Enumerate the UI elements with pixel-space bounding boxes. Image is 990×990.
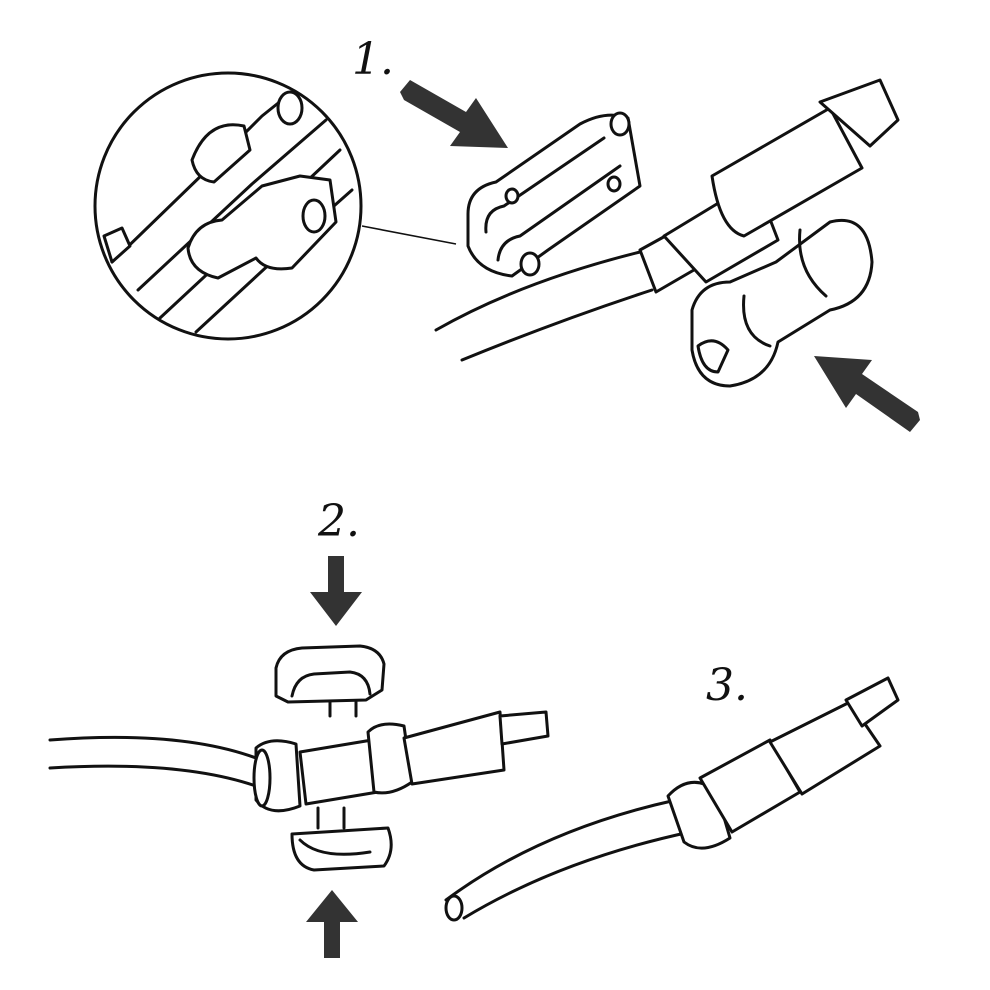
step-3-label: 3. [706,660,748,711]
step-2-label: 2. [318,496,360,547]
step-2-illustration [48,556,550,958]
magnifier-detail [93,71,457,341]
cable-step-1 [434,78,900,362]
arrow-icon [306,890,358,958]
clip-half-open [466,111,642,278]
clip-ring-piece [690,219,874,388]
arrow-icon [400,80,508,148]
arrow-icon [814,356,920,432]
clip-bottom-half [290,806,393,872]
step-3-illustration [444,676,900,922]
arrow-icon [310,556,362,626]
step-1-label: 1. [352,34,394,85]
step-1-illustration [93,71,920,432]
clip-top-half [274,644,386,718]
cable-collar-assembly [252,710,550,813]
